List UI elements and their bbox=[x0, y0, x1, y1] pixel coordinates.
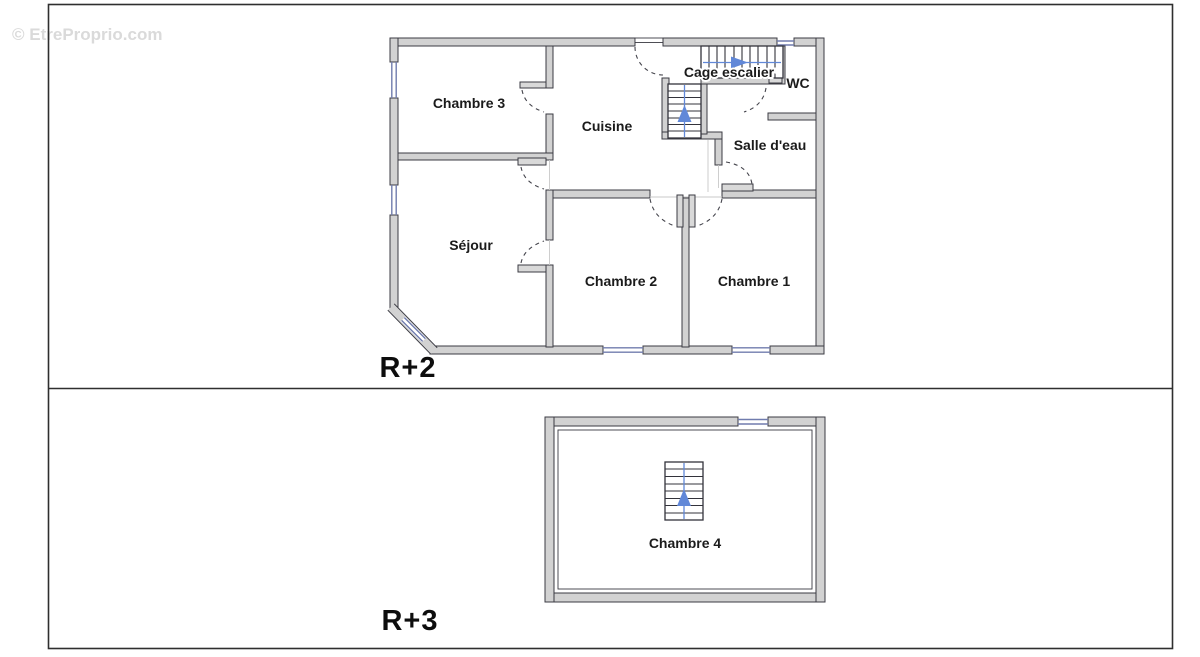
stairs-r2-lower-run bbox=[667, 83, 702, 139]
floor-plan-r2: Chambre 3 Cuisine Cage escalier WC Salle… bbox=[379, 37, 825, 384]
outer-walls-r2 bbox=[387, 37, 825, 355]
stairs-r3 bbox=[664, 461, 704, 521]
stair-up-arrow-icon bbox=[677, 489, 691, 506]
room-label-cage-escalier: Cage escalier bbox=[684, 64, 775, 80]
room-label-chambre-4: Chambre 4 bbox=[649, 535, 722, 551]
windows-r2 bbox=[391, 40, 794, 353]
room-label-chambre-1: Chambre 1 bbox=[718, 273, 791, 289]
frame bbox=[47, 3, 1174, 650]
inner-wall-line bbox=[557, 429, 813, 590]
room-label-cuisine: Cuisine bbox=[582, 118, 633, 134]
room-label-sejour: Séjour bbox=[449, 237, 493, 253]
floor-plan-r3: Chambre 4 R+3 bbox=[381, 416, 826, 637]
stairs-r2-upper-run bbox=[700, 45, 784, 79]
watermark: © EtreProprio.com bbox=[12, 25, 162, 44]
floor-label-r2: R+2 bbox=[379, 352, 436, 384]
threshold-lines bbox=[549, 140, 722, 265]
doors-r2 bbox=[517, 46, 783, 273]
floor-label-r3: R+3 bbox=[381, 605, 438, 637]
room-label-salle-d-eau: Salle d'eau bbox=[734, 137, 807, 153]
outer-walls-r3 bbox=[544, 416, 826, 603]
windows-r3 bbox=[738, 418, 768, 425]
stair-right-arrow-icon bbox=[731, 56, 748, 69]
room-label-wc: WC bbox=[786, 75, 809, 91]
stair-up-arrow-icon bbox=[677, 105, 692, 122]
interior-walls-r2 bbox=[397, 45, 817, 348]
room-label-chambre-2: Chambre 2 bbox=[585, 273, 658, 289]
frame-border bbox=[47, 3, 1174, 650]
room-label-chambre-3: Chambre 3 bbox=[433, 95, 506, 111]
